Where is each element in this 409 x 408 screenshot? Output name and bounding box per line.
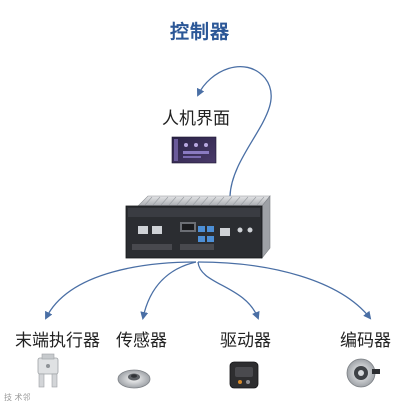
arrow-to-encoder [197,261,372,320]
encoder-image [346,358,380,388]
encoder-label: 编码器 [340,331,391,351]
controller-image [125,195,271,259]
arrow-controller-to-hmi [196,66,272,197]
arrow-to-sensor [140,261,197,320]
hmi-label: 人机界面 [162,109,230,129]
arrow-to-driver [197,261,260,320]
end-effector-image [37,353,59,388]
driver-image [229,361,259,389]
hmi-screen-image [171,136,217,164]
arrow-to-end-effector [45,261,197,320]
watermark: 技 术邻 [4,393,31,402]
driver-label: 驱动器 [220,331,271,351]
end-effector-label: 末端执行器 [15,331,100,351]
diagram-title: 控制器 [169,21,230,43]
sensor-label: 传感器 [116,331,167,351]
sensor-image [117,369,151,389]
